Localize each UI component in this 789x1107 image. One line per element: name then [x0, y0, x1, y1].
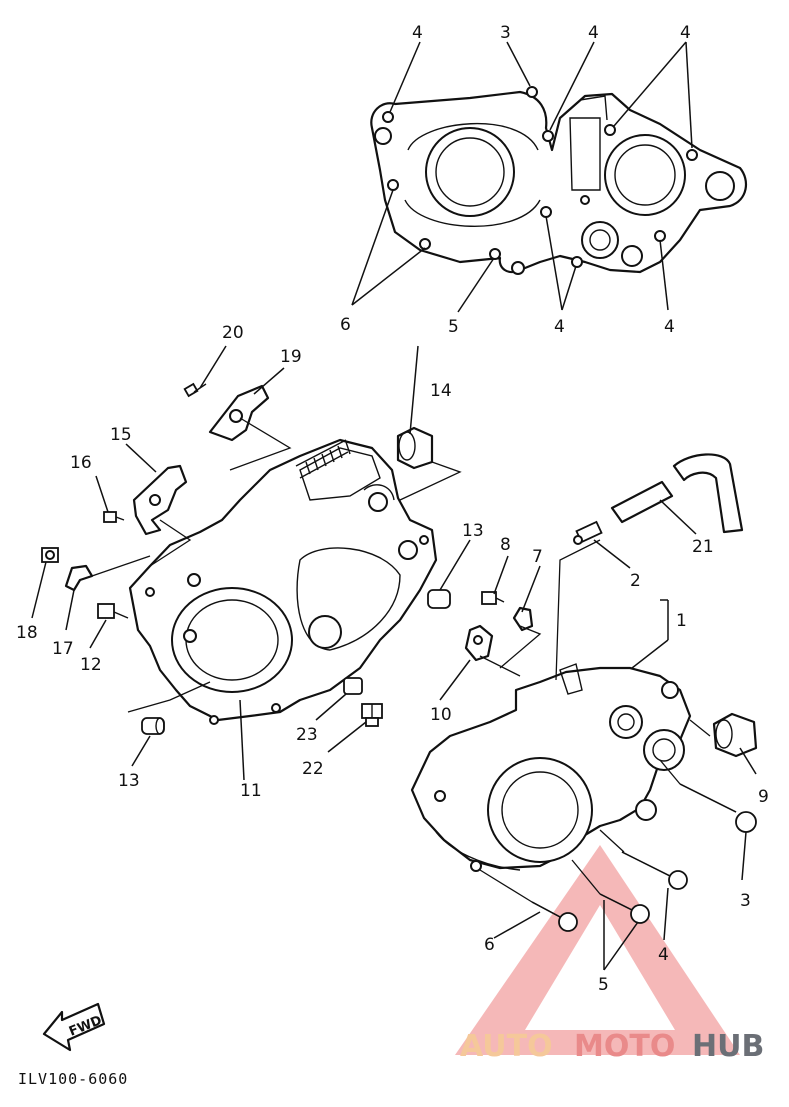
callout-16: 16	[70, 453, 92, 473]
cover-fins	[305, 441, 351, 475]
callout-3-bottom: 3	[740, 891, 751, 911]
long-bolt-3-icon	[679, 783, 757, 833]
hose-21-icon	[610, 453, 744, 534]
crankcase-top-view	[351, 41, 748, 313]
callout-4-e: 4	[664, 317, 675, 337]
alignment-lines	[91, 417, 542, 713]
clip-17	[64, 564, 94, 592]
callout-10: 10	[430, 705, 452, 725]
watermark-triangle-icon	[455, 845, 740, 1055]
plug-14-icon	[396, 426, 434, 470]
small-parts-left	[41, 382, 542, 735]
callout-4-a: 4	[412, 23, 423, 43]
callout-9: 9	[758, 787, 769, 807]
alignment-lines-right	[479, 539, 711, 903]
plug-9-icon	[712, 712, 758, 758]
watermark-text-moto: MOTO	[574, 1029, 675, 1064]
crank-bore-left	[425, 127, 515, 217]
callout-8: 8	[500, 535, 511, 555]
diagram-code: ILV100-6060	[18, 1070, 128, 1088]
long-bolt-6-icon	[531, 901, 578, 932]
long-bolt-4-icon	[621, 851, 688, 890]
plug-23-icon	[343, 677, 363, 695]
pipe-2-icon	[573, 520, 603, 545]
leader-lines-right	[31, 345, 757, 971]
screw-20-icon	[183, 382, 207, 398]
callout-15: 15	[110, 425, 132, 445]
callout-4-c: 4	[680, 23, 691, 43]
watermark-text-hub: HUB	[692, 1029, 764, 1064]
callout-6-top: 6	[340, 315, 351, 335]
mount-hole	[705, 171, 735, 201]
callout-5-top: 5	[448, 317, 459, 337]
callout-13-b: 13	[118, 771, 140, 791]
callout-1: 1	[676, 611, 687, 631]
watermark-text: AUTO MOTO HUB	[460, 1029, 764, 1064]
callout-13-a: 13	[462, 521, 484, 541]
crankcase-half-assembly	[31, 345, 758, 971]
cover-screws	[145, 535, 429, 725]
callout-23: 23	[296, 725, 318, 745]
callout-3-top: 3	[500, 23, 511, 43]
clip-7	[512, 606, 534, 632]
watermark-text-auto: AUTO	[460, 1029, 553, 1064]
bolt-12-icon	[97, 603, 129, 619]
crankcase-cover-assembly	[128, 438, 438, 725]
callout-21: 21	[692, 537, 714, 557]
callout-7: 7	[532, 547, 543, 567]
crank-bore-right	[604, 134, 686, 216]
long-bolt-5-icon	[599, 893, 650, 924]
callout-5-bottom: 5	[598, 975, 609, 995]
callout-4-d: 4	[554, 317, 565, 337]
callout-4-b: 4	[588, 23, 599, 43]
callout-11: 11	[240, 781, 262, 801]
dowel-13-mid-icon	[427, 589, 451, 609]
cover-clutch-opening	[171, 587, 293, 693]
callout-20: 20	[222, 323, 244, 343]
crankcase-bore	[487, 757, 593, 863]
watermark-logo	[455, 845, 740, 1055]
bolt-8-icon	[481, 591, 505, 605]
callout-22: 22	[302, 759, 324, 779]
callout-19: 19	[280, 347, 302, 367]
callout-4-bottom: 4	[658, 945, 669, 965]
leader-lines-top	[351, 41, 693, 313]
fwd-arrow-icon	[42, 1002, 106, 1052]
callout-18: 18	[16, 623, 38, 643]
callout-6-bottom: 6	[484, 935, 495, 955]
forward-direction-indicator: FWD	[42, 1002, 106, 1052]
bolt-16-icon	[103, 511, 125, 523]
dowel-13-left-icon	[141, 717, 165, 735]
callout-17: 17	[52, 639, 74, 659]
callout-14: 14	[430, 381, 452, 401]
callout-12: 12	[80, 655, 102, 675]
bolt-18-icon	[41, 547, 59, 563]
callout-labels: 4 3 4 4 6 5 4 4 20 19 14 15 16 13 8 7 21…	[16, 23, 769, 995]
callout-2: 2	[630, 571, 641, 591]
